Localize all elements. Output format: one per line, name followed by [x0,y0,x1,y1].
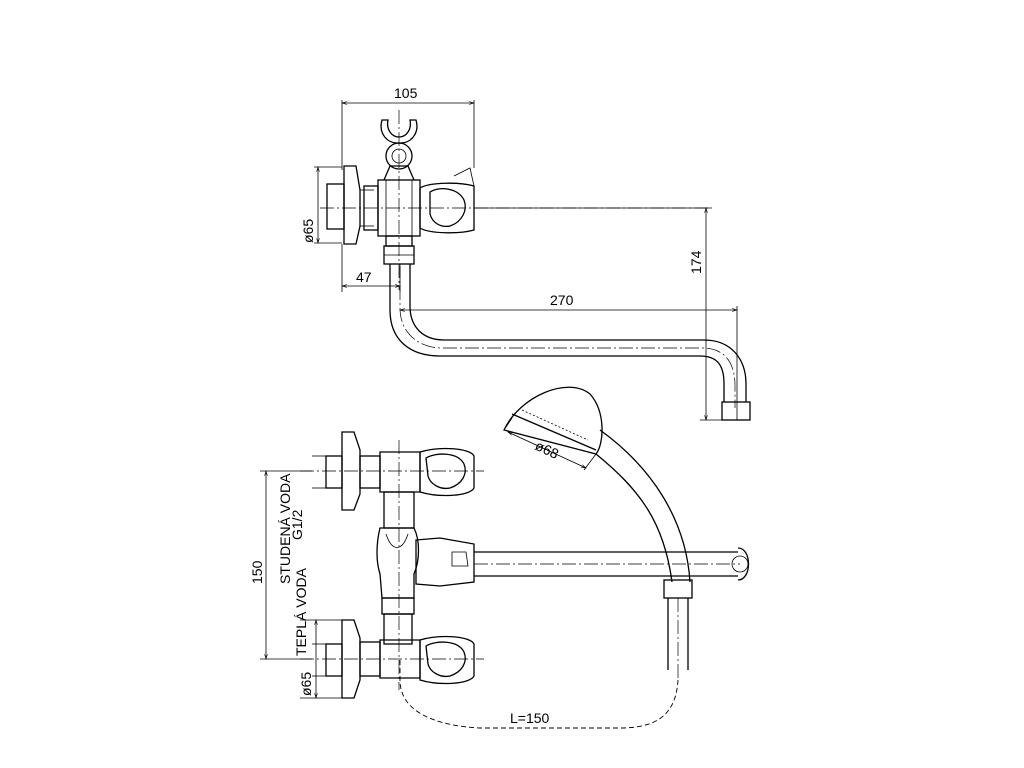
dim-150-label: 150 [249,560,265,584]
hot-water-flange [300,619,484,699]
dim-47: 47 [340,244,402,292]
dim-174-label: 174 [688,250,704,274]
cold-water-label: STUDENÁ VODA [277,473,293,584]
hose-length-label: L=150 [510,710,550,726]
dim-47-label: 47 [356,269,372,285]
dim-diameter-top-label: ø65 [300,219,316,243]
dim-diameter-bottom-label: ø65 [298,672,314,696]
wall-flange-top [326,165,374,245]
hot-water-label: TEPLÁ VODA [293,567,309,656]
front-view: ø68 150 STUDENÁ VODA G1/2 TEPLÁ VODA ø65… [249,386,750,729]
cold-water-flange [300,431,484,511]
dim-150: 150 [249,469,312,661]
dim-105-label: 105 [394,85,418,101]
dim-174: 174 [474,206,722,422]
spout [389,264,751,421]
mixer-body-front [376,440,750,690]
dim-diameter-top: ø65 [300,165,342,245]
dim-105: 105 [340,85,476,170]
dim-270: 270 [398,292,739,420]
dim-diameter-shower-label: ø68 [533,437,562,462]
dim-270-label: 270 [550,292,574,308]
thread-label: G1/2 [289,509,305,540]
mixer-body-top [320,110,710,290]
dim-diameter-bottom: ø65 [298,618,342,700]
top-view: 105 ø65 [300,85,751,422]
